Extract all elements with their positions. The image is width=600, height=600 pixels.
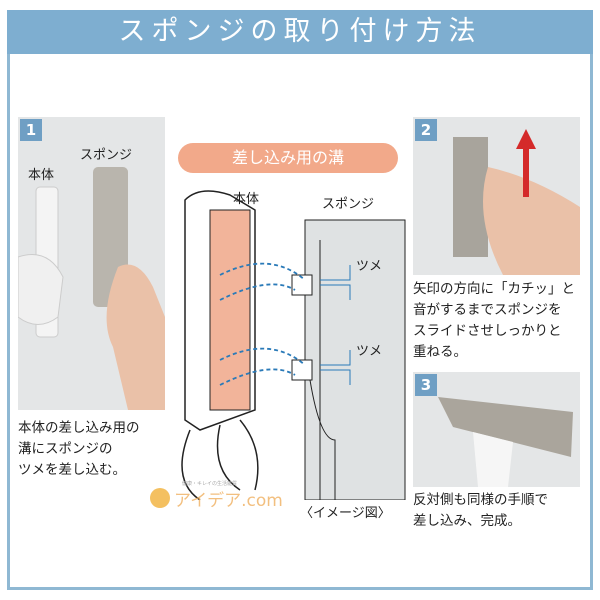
arrow-up-icon bbox=[516, 129, 536, 149]
step1-text: 本体の差し込み用の bbox=[18, 420, 140, 436]
diagram-label-claw: ツメ bbox=[356, 259, 383, 274]
diagram-label-sponge: スポンジ bbox=[322, 197, 375, 212]
logo-face-icon bbox=[150, 488, 170, 508]
label-body: 本体 bbox=[28, 168, 55, 183]
step-number: 1 bbox=[20, 119, 42, 141]
step-number: 2 bbox=[415, 119, 437, 141]
step1-text: 溝にスポンジの bbox=[18, 441, 113, 457]
diagram-illustration bbox=[181, 190, 406, 500]
step1-text: ツメを差し込む。 bbox=[18, 462, 126, 478]
step2-text: 音がするまでスポンジを bbox=[413, 302, 562, 318]
step2-photo: 2 bbox=[413, 117, 580, 275]
step3-photo: 3 bbox=[413, 372, 580, 487]
step1-illustration bbox=[18, 167, 165, 410]
step-number: 3 bbox=[415, 374, 437, 396]
logo-text: アイデア.com bbox=[174, 491, 283, 511]
step3-illustration bbox=[438, 397, 573, 487]
step3-text: 差し込み、完成。 bbox=[413, 513, 521, 529]
diagram-title: 差し込み用の溝 bbox=[178, 143, 398, 173]
step2-illustration bbox=[453, 129, 580, 275]
step1-photo: 1 スポンジ 本体 bbox=[18, 117, 165, 410]
diagram-label-claw: ツメ bbox=[356, 344, 383, 359]
step3-text: 反対側も同様の手順で bbox=[413, 492, 548, 508]
step2-text: スライドさせしっかりと bbox=[413, 323, 562, 339]
diagram-label-body: 本体 bbox=[233, 192, 260, 207]
step2-text: 矢印の方向に「カチッ」と bbox=[413, 281, 575, 297]
diagram-caption: 〈イメージ図〉 bbox=[300, 506, 391, 521]
logo-tagline: 健康・キレイの生活雑貨 bbox=[182, 481, 238, 487]
page-title: スポンジの取り付け方法 bbox=[7, 10, 593, 54]
label-sponge: スポンジ bbox=[80, 148, 133, 163]
step2-text: 重ねる。 bbox=[413, 344, 467, 360]
